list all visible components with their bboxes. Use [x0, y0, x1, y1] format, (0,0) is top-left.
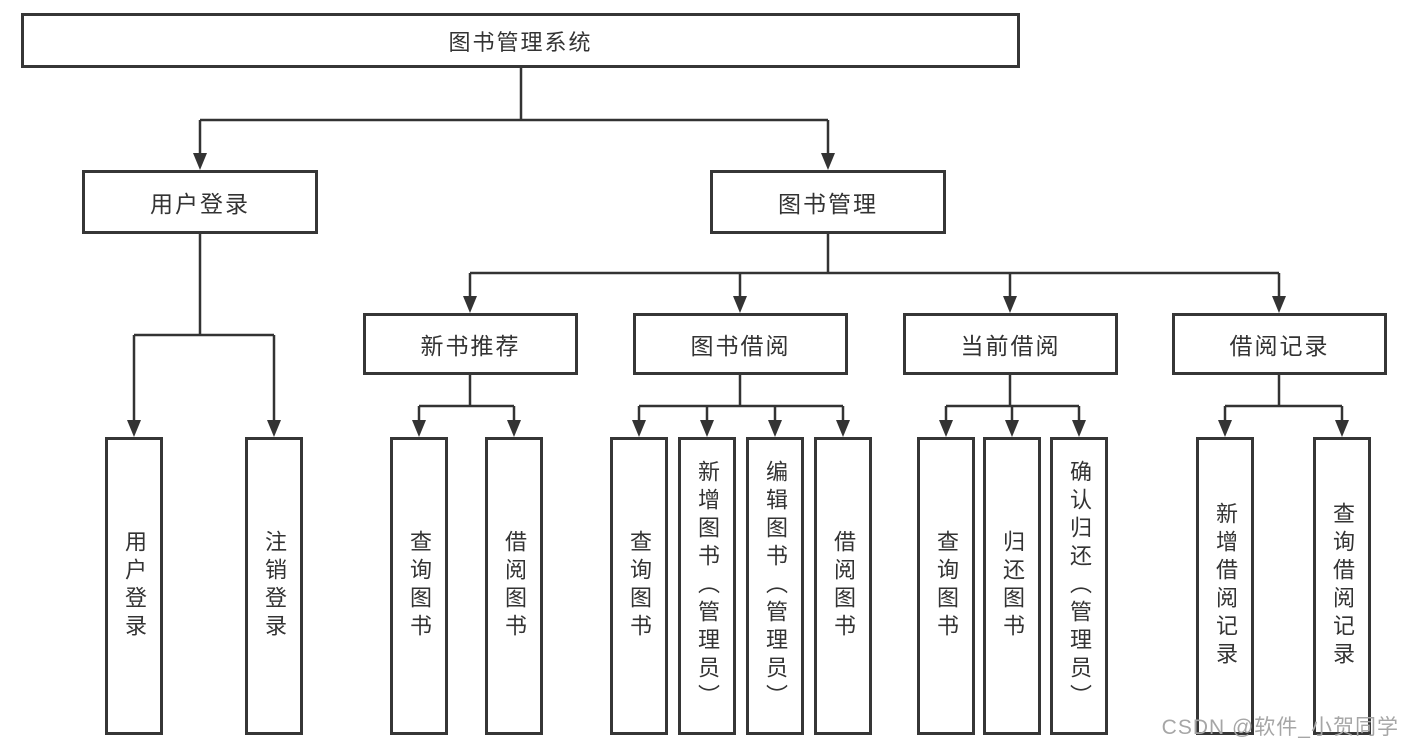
- node-label: 注销登录: [262, 530, 287, 642]
- node-label: 新增图书（管理员）: [695, 460, 720, 712]
- node-leaf-borrow-books-recommend: 借阅图书: [485, 437, 543, 735]
- connector-user-login: [132, 234, 276, 420]
- node-label: 查询图书: [627, 530, 652, 642]
- arrowhead: [1335, 420, 1349, 437]
- node-leaf-user-login: 用户登录: [105, 437, 163, 735]
- node-leaf-add-borrow-record: 新增借阅记录: [1196, 437, 1254, 735]
- arrowhead: [463, 296, 477, 313]
- arrowhead: [700, 420, 714, 437]
- node-label: 图书管理系统: [448, 29, 593, 55]
- node-current-borrowing: 当前借阅: [903, 313, 1118, 375]
- node-label: 借阅图书: [831, 530, 856, 642]
- arrowhead: [412, 420, 426, 437]
- connector-current-borrowing: [944, 375, 1081, 420]
- node-leaf-query-borrow-record: 查询借阅记录: [1313, 437, 1371, 735]
- connector-borrow-records: [1223, 375, 1344, 420]
- arrowhead: [836, 420, 850, 437]
- connector-book-borrowing: [637, 375, 845, 420]
- node-leaf-edit-book-admin: 编辑图书（管理员）: [746, 437, 804, 735]
- arrowhead: [127, 420, 141, 437]
- node-borrow-records: 借阅记录: [1172, 313, 1387, 375]
- node-book-management: 图书管理: [710, 170, 946, 234]
- arrowhead: [1005, 420, 1019, 437]
- node-leaf-return-books: 归还图书: [983, 437, 1041, 735]
- node-new-book-recommend: 新书推荐: [363, 313, 578, 375]
- node-leaf-add-book-admin: 新增图书（管理员）: [678, 437, 736, 735]
- node-leaf-query-books-recommend: 查询图书: [390, 437, 448, 735]
- node-book-borrowing: 图书借阅: [633, 313, 848, 375]
- node-label: 查询借阅记录: [1330, 502, 1355, 670]
- node-label: 查询图书: [407, 530, 432, 642]
- node-label: 用户登录: [150, 191, 250, 217]
- node-label: 用户登录: [122, 530, 147, 642]
- node-label: 新书推荐: [420, 333, 521, 359]
- node-leaf-confirm-return-admin: 确认归还（管理员）: [1050, 437, 1108, 735]
- arrowhead: [1072, 420, 1086, 437]
- arrowhead: [507, 420, 521, 437]
- arrowhead: [821, 153, 835, 170]
- node-label: 归还图书: [1000, 530, 1025, 642]
- node-label: 当前借阅: [960, 333, 1061, 359]
- node-user-login: 用户登录: [82, 170, 318, 234]
- node-leaf-logout: 注销登录: [245, 437, 303, 735]
- node-library-system: 图书管理系统: [21, 13, 1020, 68]
- arrowhead: [193, 153, 207, 170]
- node-label: 借阅记录: [1229, 333, 1330, 359]
- node-label: 新增借阅记录: [1213, 502, 1238, 670]
- arrowhead: [768, 420, 782, 437]
- arrowhead: [632, 420, 646, 437]
- node-label: 查询图书: [934, 530, 959, 642]
- connector-root: [198, 68, 830, 153]
- node-label: 编辑图书（管理员）: [763, 460, 788, 712]
- node-label: 确认归还（管理员）: [1067, 460, 1092, 712]
- node-label: 图书管理: [778, 191, 878, 217]
- arrowhead: [1272, 296, 1286, 313]
- connector-new-book-recommend: [417, 375, 516, 420]
- connector-book-management: [468, 234, 1281, 296]
- node-leaf-query-books-borrowing: 查询图书: [610, 437, 668, 735]
- arrowhead: [267, 420, 281, 437]
- arrowhead: [939, 420, 953, 437]
- csdn-watermark: CSDN @软件_小贺同学: [1161, 716, 1399, 739]
- arrowhead: [1003, 296, 1017, 313]
- node-leaf-query-books-current: 查询图书: [917, 437, 975, 735]
- arrowhead: [1218, 420, 1232, 437]
- node-label: 借阅图书: [502, 530, 527, 642]
- arrowhead: [733, 296, 747, 313]
- node-leaf-borrow-books-borrowing: 借阅图书: [814, 437, 872, 735]
- node-label: 图书借阅: [690, 333, 791, 359]
